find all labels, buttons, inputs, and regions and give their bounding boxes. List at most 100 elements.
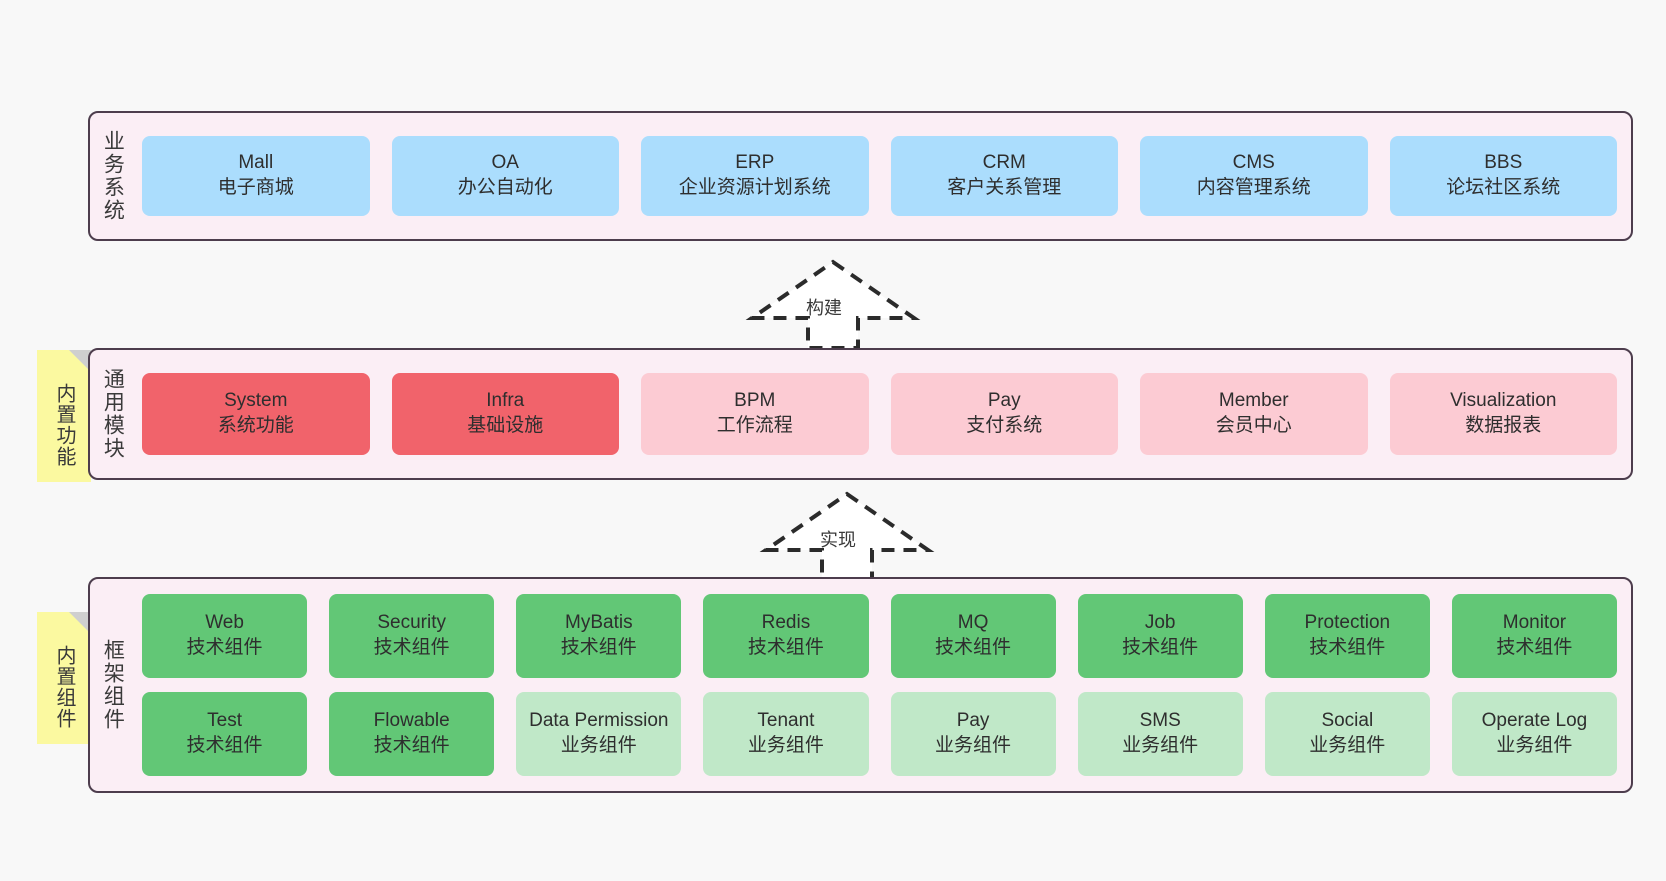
node-crm[interactable]: CRM 客户关系管理 — [890, 136, 1118, 216]
node-subtitle: 基础设施 — [467, 415, 544, 436]
layer-body-business: Mall 电子商城 OA 办公自动化 ERP 企业资源计划系统 CRM 客户关系… — [134, 113, 1631, 239]
node-visualization[interactable]: Visualization 数据报表 — [1389, 373, 1617, 455]
connector-implement: 实现 — [759, 490, 935, 582]
node-title: Operate Log — [1481, 710, 1588, 732]
node-title: Member — [1218, 390, 1289, 412]
node-subtitle: 技术组件 — [935, 637, 1012, 658]
node-subtitle: 业务组件 — [935, 735, 1012, 756]
sticky-note-label: 内置组件 — [53, 645, 75, 729]
node-row-framework-tech: Web 技术组件 Security 技术组件 MyBatis 技术组件 Redi… — [142, 594, 1617, 678]
node-redis[interactable]: Redis 技术组件 — [703, 594, 869, 678]
node-subtitle: 工作流程 — [716, 415, 793, 436]
node-row-business: Mall 电子商城 OA 办公自动化 ERP 企业资源计划系统 CRM 客户关系… — [142, 136, 1617, 216]
node-row-modules: System 系统功能 Infra 基础设施 BPM 工作流程 Pay 支付系统… — [142, 373, 1617, 455]
sticky-note-builtin-functions: 内置功能 — [37, 350, 91, 482]
layer-title-framework: 框架组件 — [101, 639, 125, 731]
node-pay-component[interactable]: Pay 业务组件 — [890, 692, 1056, 776]
node-title: SMS — [1139, 710, 1181, 732]
layer-business-systems: 业务系统 Mall 电子商城 OA 办公自动化 ERP 企业资源计划系统 CRM… — [88, 111, 1633, 241]
node-flowable[interactable]: Flowable 技术组件 — [329, 692, 495, 776]
node-subtitle: 业务组件 — [747, 735, 824, 756]
node-monitor[interactable]: Monitor 技术组件 — [1451, 594, 1617, 678]
node-title: MyBatis — [565, 612, 633, 634]
layer-framework-components: 框架组件 Web 技术组件 Security 技术组件 MyBatis 技术组件… — [88, 577, 1633, 793]
node-subtitle: 客户关系管理 — [947, 177, 1062, 198]
node-title: Mall — [238, 152, 274, 174]
node-subtitle: 技术组件 — [186, 637, 263, 658]
node-title: Security — [377, 612, 446, 634]
sticky-fold-icon — [69, 612, 91, 634]
node-subtitle: 业务组件 — [1496, 735, 1573, 756]
node-subtitle: 内容管理系统 — [1196, 177, 1311, 198]
node-title: Data Permission — [529, 710, 669, 732]
layer-title-business: 业务系统 — [101, 130, 125, 222]
node-title: BPM — [734, 390, 776, 412]
node-subtitle: 技术组件 — [1496, 637, 1573, 658]
node-subtitle: 业务组件 — [560, 735, 637, 756]
node-bpm[interactable]: BPM 工作流程 — [641, 373, 869, 455]
node-subtitle: 技术组件 — [560, 637, 637, 658]
node-title: CMS — [1232, 152, 1275, 174]
node-subtitle: 技术组件 — [1309, 637, 1386, 658]
node-infra[interactable]: Infra 基础设施 — [391, 373, 619, 455]
node-title: Pay — [987, 390, 1021, 412]
node-mall[interactable]: Mall 电子商城 — [142, 136, 370, 216]
node-title: Test — [207, 710, 242, 732]
node-title: Flowable — [373, 710, 450, 732]
node-subtitle: 论坛社区系统 — [1446, 177, 1561, 198]
node-subtitle: 办公自动化 — [457, 177, 553, 198]
node-subtitle: 会员中心 — [1215, 415, 1292, 436]
node-title: Web — [205, 612, 244, 634]
node-title: Protection — [1304, 612, 1391, 634]
node-web[interactable]: Web 技术组件 — [142, 594, 308, 678]
node-subtitle: 业务组件 — [1309, 735, 1386, 756]
node-subtitle: 企业资源计划系统 — [678, 177, 831, 198]
layer-general-modules: 通用模块 System 系统功能 Infra 基础设施 BPM 工作流程 Pay… — [88, 348, 1633, 480]
node-row-framework-business: Test 技术组件 Flowable 技术组件 Data Permission … — [142, 692, 1617, 776]
layer-title-modules: 通用模块 — [101, 368, 125, 460]
node-subtitle: 技术组件 — [1122, 637, 1199, 658]
layer-body-framework: Web 技术组件 Security 技术组件 MyBatis 技术组件 Redi… — [134, 579, 1631, 791]
node-title: Infra — [486, 390, 525, 412]
node-title: MQ — [957, 612, 989, 634]
sticky-fold-icon — [69, 350, 91, 372]
node-subtitle: 技术组件 — [186, 735, 263, 756]
connector-build-label: 构建 — [806, 298, 842, 318]
node-title: OA — [491, 152, 519, 174]
node-oa[interactable]: OA 办公自动化 — [391, 136, 619, 216]
node-erp[interactable]: ERP 企业资源计划系统 — [641, 136, 869, 216]
node-subtitle: 支付系统 — [966, 415, 1043, 436]
node-title: ERP — [735, 152, 775, 174]
node-test[interactable]: Test 技术组件 — [142, 692, 308, 776]
node-data-permission[interactable]: Data Permission 业务组件 — [516, 692, 682, 776]
node-social[interactable]: Social 业务组件 — [1264, 692, 1430, 776]
node-tenant[interactable]: Tenant 业务组件 — [703, 692, 869, 776]
node-cms[interactable]: CMS 内容管理系统 — [1140, 136, 1368, 216]
node-title: Monitor — [1502, 612, 1567, 634]
node-mq[interactable]: MQ 技术组件 — [890, 594, 1056, 678]
node-system[interactable]: System 系统功能 — [142, 373, 370, 455]
node-protection[interactable]: Protection 技术组件 — [1264, 594, 1430, 678]
sticky-note-builtin-components: 内置组件 — [37, 612, 91, 744]
node-title: Visualization — [1450, 390, 1557, 412]
node-sms[interactable]: SMS 业务组件 — [1077, 692, 1243, 776]
node-title: Redis — [761, 612, 811, 634]
node-member[interactable]: Member 会员中心 — [1140, 373, 1368, 455]
node-pay-module[interactable]: Pay 支付系统 — [890, 373, 1118, 455]
node-title: BBS — [1484, 152, 1523, 174]
sticky-note-label: 内置功能 — [53, 383, 75, 467]
node-subtitle: 技术组件 — [747, 637, 824, 658]
node-security[interactable]: Security 技术组件 — [329, 594, 495, 678]
node-subtitle: 技术组件 — [373, 735, 450, 756]
node-subtitle: 技术组件 — [373, 637, 450, 658]
node-subtitle: 数据报表 — [1465, 415, 1542, 436]
node-operate-log[interactable]: Operate Log 业务组件 — [1451, 692, 1617, 776]
node-mybatis[interactable]: MyBatis 技术组件 — [516, 594, 682, 678]
node-title: CRM — [982, 152, 1026, 174]
node-bbs[interactable]: BBS 论坛社区系统 — [1389, 136, 1617, 216]
node-title: Job — [1144, 612, 1176, 634]
layer-body-modules: System 系统功能 Infra 基础设施 BPM 工作流程 Pay 支付系统… — [134, 350, 1631, 478]
node-title: System — [224, 390, 288, 412]
node-job[interactable]: Job 技术组件 — [1077, 594, 1243, 678]
